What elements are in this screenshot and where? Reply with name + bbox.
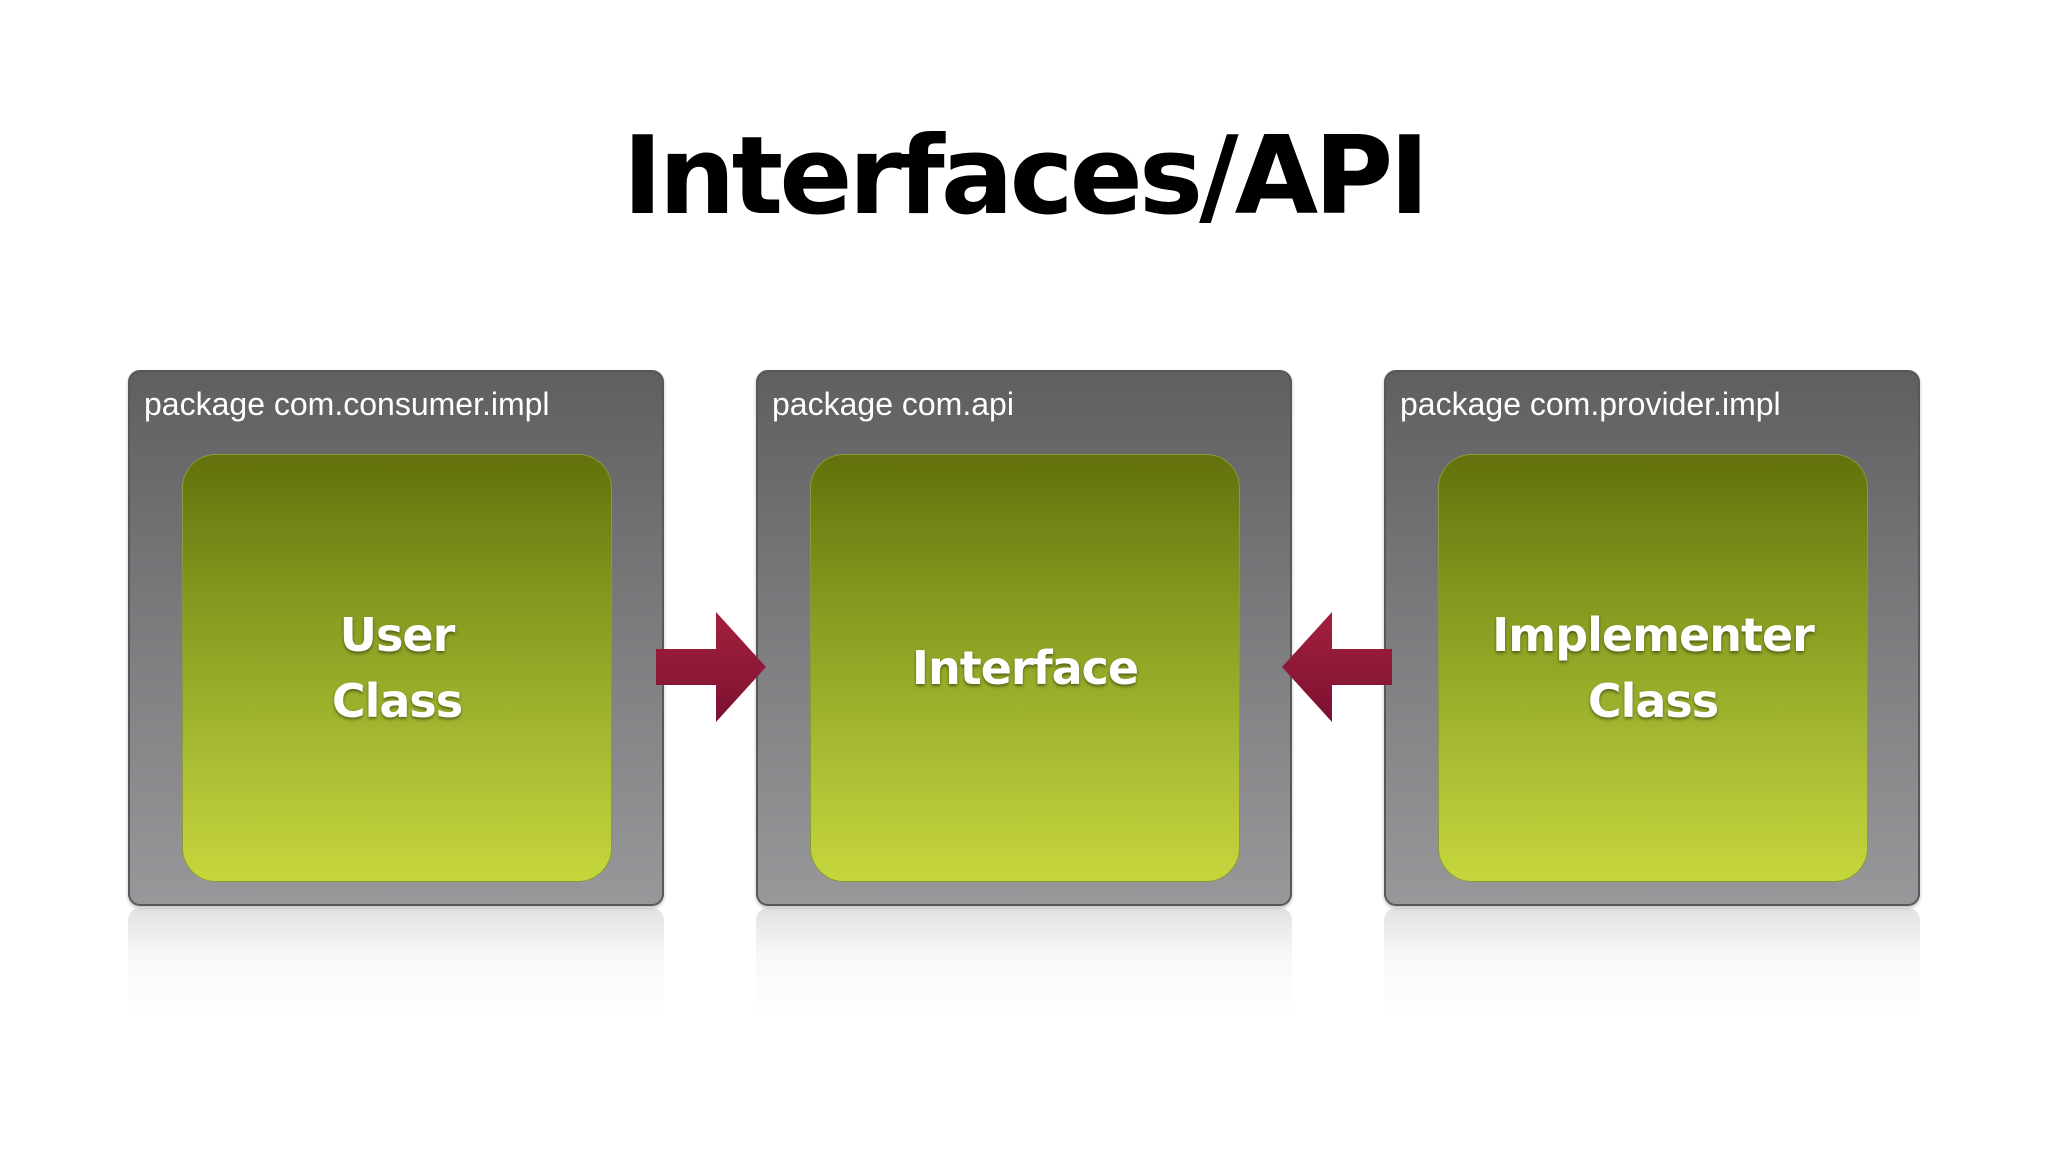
class-label-line: Implementer (1492, 608, 1815, 662)
class-label-line: Interface (911, 641, 1139, 695)
slide-title: Interfaces/API (622, 114, 1430, 239)
package-provider: package com.provider.impl Implementer Cl… (1384, 370, 1920, 906)
package-label: package com.provider.impl (1400, 386, 1781, 422)
package-label: package com.api (772, 386, 1014, 422)
arrow-left-icon (1282, 612, 1392, 722)
class-label: Implementer Class (1492, 602, 1815, 734)
class-label-line: User (339, 608, 456, 662)
reflection (128, 908, 664, 1018)
class-label: Interface (911, 635, 1139, 701)
implementer-class-box: Implementer Class (1438, 454, 1868, 882)
package-api: package com.api Interface (756, 370, 1292, 906)
package-consumer: package com.consumer.impl User Class (128, 370, 664, 906)
reflection (1384, 908, 1920, 1018)
class-label-line: Class (331, 674, 463, 728)
reflection (756, 908, 1292, 1018)
arrow-right-icon (656, 612, 766, 722)
interface-box: Interface (810, 454, 1240, 882)
package-label: package com.consumer.impl (144, 386, 550, 422)
user-class-box: User Class (182, 454, 612, 882)
class-label: User Class (331, 602, 463, 734)
class-label-line: Class (1587, 674, 1719, 728)
